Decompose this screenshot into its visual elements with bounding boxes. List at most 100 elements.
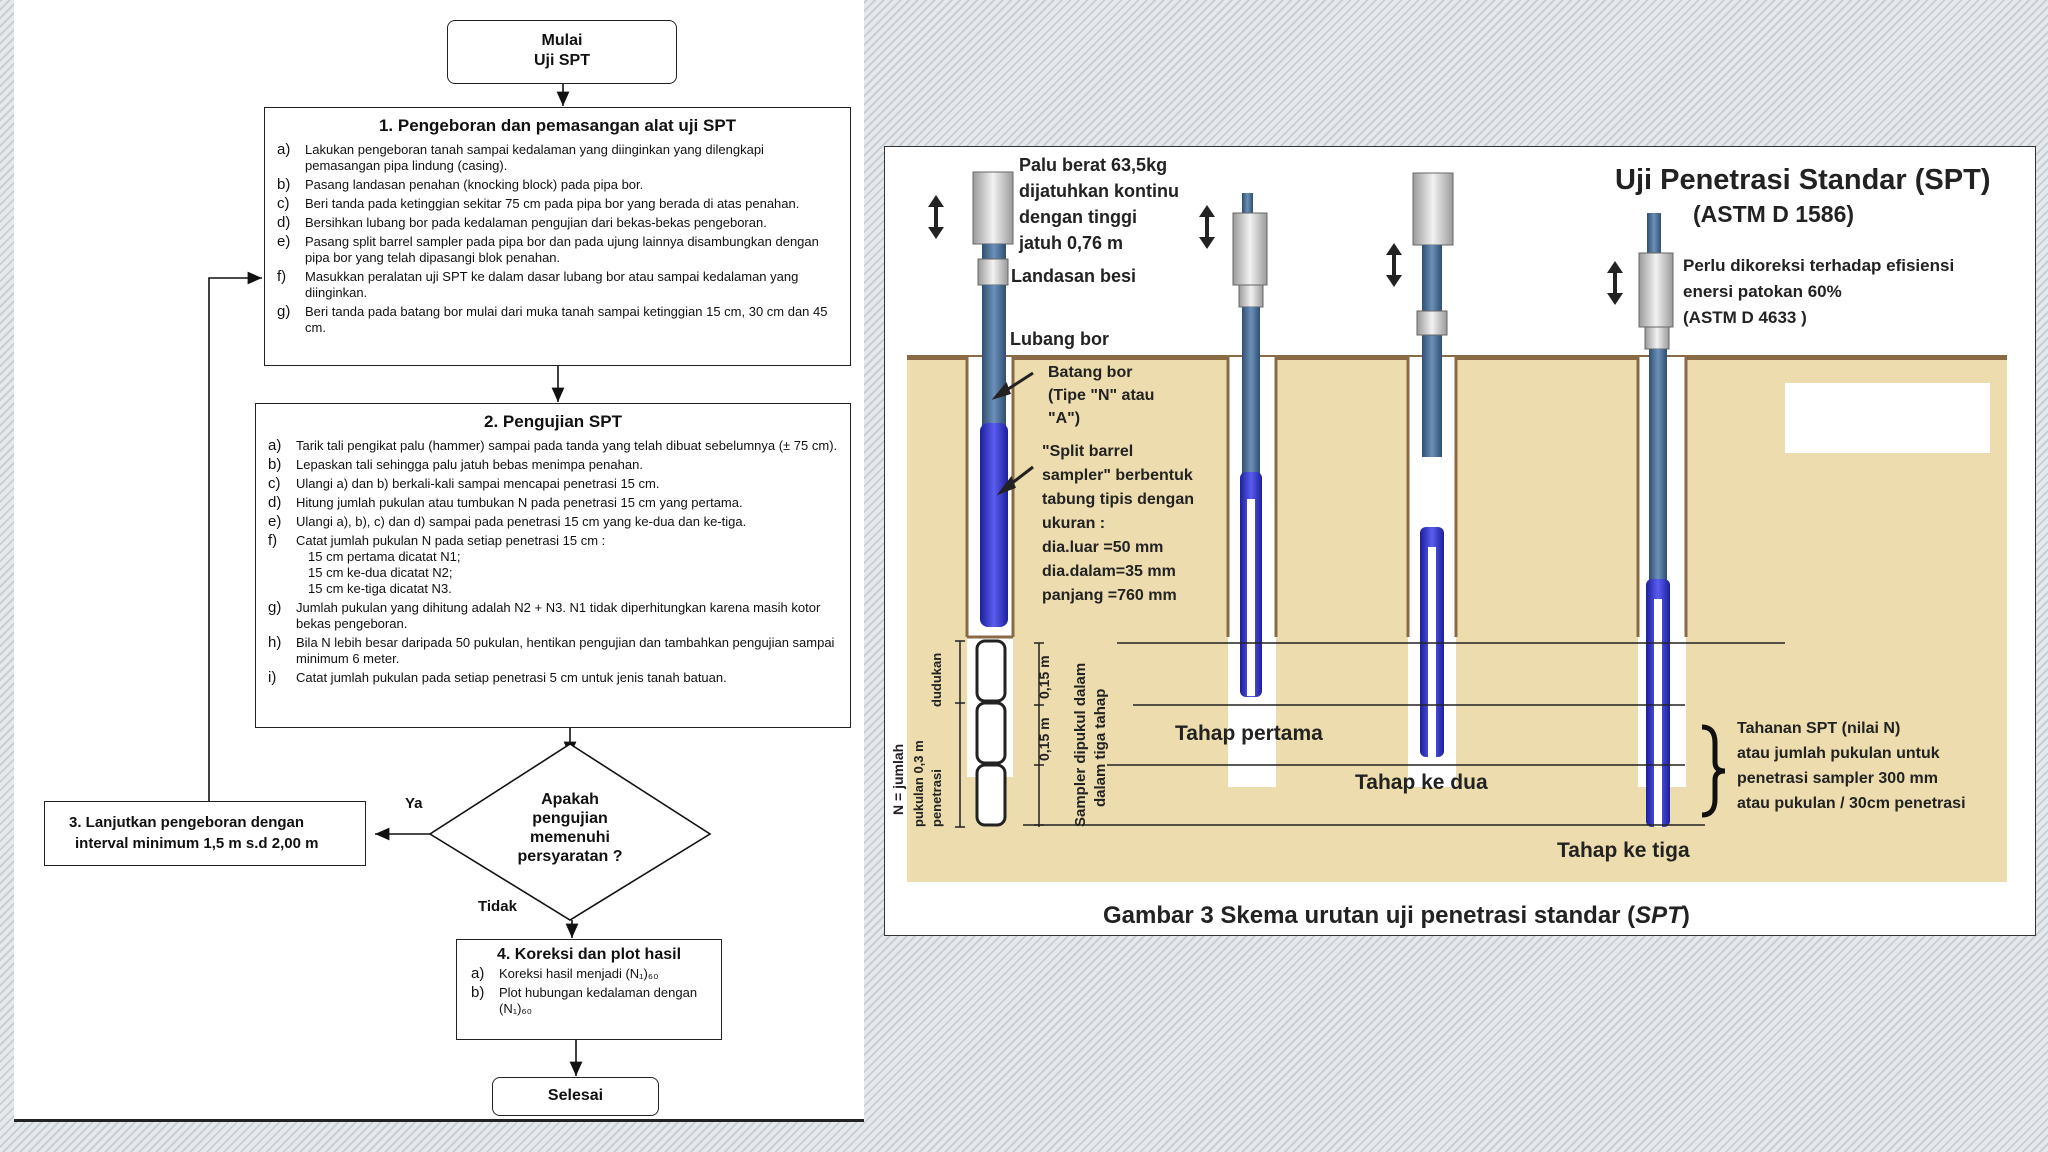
stage3-label: Tahap ke tiga bbox=[1557, 839, 1690, 862]
start-line1: Mulai bbox=[541, 32, 583, 49]
resistance-line4: atau pukulan / 30cm penetrasi bbox=[1737, 795, 1966, 812]
item-text: Tarik tali pengikat palu (hammer) sampai… bbox=[296, 438, 840, 454]
svg-text:Palu berat 63,5kg dijatu: Palu berat 63,5kg dijatuhkan kontinu den… bbox=[1018, 155, 1184, 253]
resistance-line1: Tahanan SPT (nilai N) bbox=[1737, 720, 1900, 737]
decision-line4: persyaratan ? bbox=[517, 848, 623, 865]
item-text: Lakukan pengeboran tanah sampai kedalama… bbox=[305, 142, 840, 174]
step1-list: a) Lakukan pengeboran tanah sampai kedala… bbox=[265, 142, 850, 336]
end-label: Selesai bbox=[547, 1087, 604, 1104]
list-item: a)Koreksi hasil menjadi (N₁)₆₀ bbox=[471, 966, 711, 982]
item-key: f) bbox=[268, 532, 278, 549]
item-text: Bersihkan lubang bor pada kedalaman peng… bbox=[305, 215, 840, 231]
rod-leader-head bbox=[991, 382, 1011, 400]
loop-back-line bbox=[208, 271, 262, 801]
n-label-line1: N = jumlah bbox=[890, 744, 906, 815]
white-patch bbox=[1785, 383, 1990, 453]
item-key: g) bbox=[277, 303, 291, 320]
item-key: f) bbox=[277, 268, 287, 285]
item-subline: 15 cm ke-tiga dicatat N3. bbox=[308, 581, 452, 596]
svg-text:N = jumlah: N = jumlah bbox=[890, 744, 906, 815]
correction-line3: (ASTM D 4633 ) bbox=[1683, 308, 1807, 327]
step2-list: a)Tarik tali pengikat palu (hammer) samp… bbox=[256, 438, 850, 686]
resistance-line2: atau jumlah pukulan untuk bbox=[1737, 745, 1940, 762]
borehole-label: Lubang bor bbox=[1010, 329, 1109, 349]
sampler-line2: sampler" berbentuk bbox=[1042, 467, 1193, 484]
sampler-driven-line1: Sampler dipukul dalam bbox=[1072, 663, 1089, 827]
item-text: Catat jumlah pukulan N pada setiap penet… bbox=[296, 533, 840, 597]
decision-line3: memenuhi bbox=[529, 829, 610, 846]
correction-line2: enersi patokan 60% bbox=[1683, 282, 1842, 301]
correction-line1: Perlu dikoreksi terhadap efisiensi bbox=[1683, 256, 1954, 275]
step1-box: 1. Pengeboran dan pemasangan alat uji SP… bbox=[264, 107, 851, 366]
rod-line3: "A") bbox=[1048, 410, 1080, 427]
dudukan-label: dudukan bbox=[929, 653, 944, 707]
item-subline: 15 cm ke-dua dicatat N2; bbox=[308, 565, 453, 580]
drop-arrow-icon-2 bbox=[1199, 205, 1215, 249]
item-text-main: Lakukan pengeboran tanah sampai kedalama… bbox=[305, 142, 764, 173]
anvil-label: Landasan besi bbox=[1011, 266, 1136, 286]
item-text: Ulangi a), b), c) dan d) sampai pada pen… bbox=[296, 514, 840, 530]
item-text: Bila N lebih besar daripada 50 pukulan, … bbox=[296, 635, 840, 667]
list-item: h)Bila N lebih besar daripada 50 pukulan… bbox=[268, 635, 840, 667]
step3-box: 3. Lanjutkan pengeboran dengan interval … bbox=[44, 801, 366, 866]
list-item: b)Lepaskan tali sehingga palu jatuh beba… bbox=[268, 457, 840, 473]
item-text-main: Pasang split barrel sampler pada pipa bo… bbox=[305, 234, 819, 265]
item-text-main: Bila N lebih besar daripada 50 pukulan, … bbox=[296, 635, 835, 666]
item-text: Plot hubungan kedalaman dengan (N₁)₆₀ bbox=[499, 985, 711, 1017]
item-key: a) bbox=[471, 965, 485, 982]
spt-diagram: Uji Penetrasi Standar (SPT) (ASTM D 1586… bbox=[890, 155, 2007, 929]
sampler-line1: "Split barrel bbox=[1042, 443, 1133, 460]
sampler-line5: dia.luar =50 mm bbox=[1042, 539, 1163, 556]
svg-text:pukulan 0,3 m: pukulan 0,3 m bbox=[911, 740, 926, 827]
step3-line2: interval minimum 1,5 m s.d 2,00 m bbox=[75, 835, 319, 852]
item-text: Jumlah pukulan yang dihitung adalah N2 +… bbox=[296, 600, 840, 632]
rig-1 bbox=[972, 171, 1014, 627]
item-text: Pasang split barrel sampler pada pipa bo… bbox=[305, 234, 840, 266]
item-key: e) bbox=[268, 513, 282, 530]
item-text-main: Ulangi a), b), c) dan d) sampai pada pen… bbox=[296, 514, 747, 529]
item-text-main: Bersihkan lubang bor pada kedalaman peng… bbox=[305, 215, 767, 230]
sampler-line6: dia.dalam=35 mm bbox=[1042, 563, 1176, 580]
item-text: Hitung jumlah pukulan atau tumbukan N pa… bbox=[296, 495, 840, 511]
diagram-subtitle: (ASTM D 1586) bbox=[1693, 201, 1854, 227]
item-key: c) bbox=[277, 195, 290, 212]
item-text: Masukkan peralatan uji SPT ke dalam dasa… bbox=[305, 269, 840, 301]
item-key: c) bbox=[268, 475, 281, 492]
stage2-label: Tahap ke dua bbox=[1355, 771, 1488, 794]
hammer-line2: dijatuhkan kontinu bbox=[1019, 181, 1179, 201]
step1-title: 1. Pengeboran dan pemasangan alat uji SP… bbox=[378, 116, 737, 135]
sampler-segments bbox=[955, 639, 1044, 828]
segment-label-lower: 0,15 m bbox=[1036, 717, 1052, 761]
caption-em: SPT bbox=[1635, 902, 1684, 929]
item-key: d) bbox=[277, 214, 291, 231]
item-text-main: Catat jumlah pukulan N pada setiap penet… bbox=[296, 533, 606, 548]
item-key: a) bbox=[277, 141, 291, 158]
item-key: d) bbox=[268, 494, 282, 511]
svg-text:penetrasi: penetrasi bbox=[929, 769, 944, 827]
drop-arrow-icon-3 bbox=[1386, 243, 1402, 287]
svg-text:Tahanan SPT (nilai N) at: Tahanan SPT (nilai N) atau jumlah pukula… bbox=[1737, 720, 1966, 812]
rod-line2: (Tipe "N" atau bbox=[1048, 387, 1154, 404]
rod-line1: Batang bor bbox=[1048, 364, 1132, 381]
stage1-label: Tahap pertama bbox=[1175, 722, 1323, 745]
svg-text:Sampler dipukul dalam: Sampler dipukul dalam bbox=[1072, 663, 1089, 827]
step2-title: 2. Pengujian SPT bbox=[484, 412, 622, 431]
sampler-line4: ukuran : bbox=[1042, 515, 1105, 532]
n-label-line3: penetrasi bbox=[929, 769, 944, 827]
list-item: a) Lakukan pengeboran tanah sampai kedala… bbox=[277, 142, 840, 174]
list-item: b)Pasang landasan penahan (knocking bloc… bbox=[277, 177, 840, 193]
item-text-main: Tarik tali pengikat palu (hammer) sampai… bbox=[296, 438, 838, 453]
svg-text:"Split barrel sampler" b: "Split barrel sampler" berbentuk tabung … bbox=[1042, 443, 1198, 604]
item-text-main: Ulangi a) dan b) berkali-kali sampai men… bbox=[296, 476, 660, 491]
spt-diagram-panel: Uji Penetrasi Standar (SPT) (ASTM D 1586… bbox=[884, 146, 2036, 936]
list-item: g)Jumlah pukulan yang dihitung adalah N2… bbox=[268, 600, 840, 632]
list-item: f) Masukkan peralatan uji SPT ke dalam da… bbox=[277, 269, 840, 301]
hammer-line4: jatuh 0,76 m bbox=[1018, 233, 1123, 253]
start-node: Mulai Uji SPT bbox=[447, 20, 677, 84]
label-no: Tidak bbox=[478, 898, 517, 915]
sampler-driven-line2: dalam tiga tahap bbox=[1092, 689, 1109, 807]
resistance-line3: penetrasi sampler 300 mm bbox=[1737, 770, 1938, 787]
decision-text: Apakah pengujian memenuhi persyaratan ? bbox=[500, 790, 640, 866]
